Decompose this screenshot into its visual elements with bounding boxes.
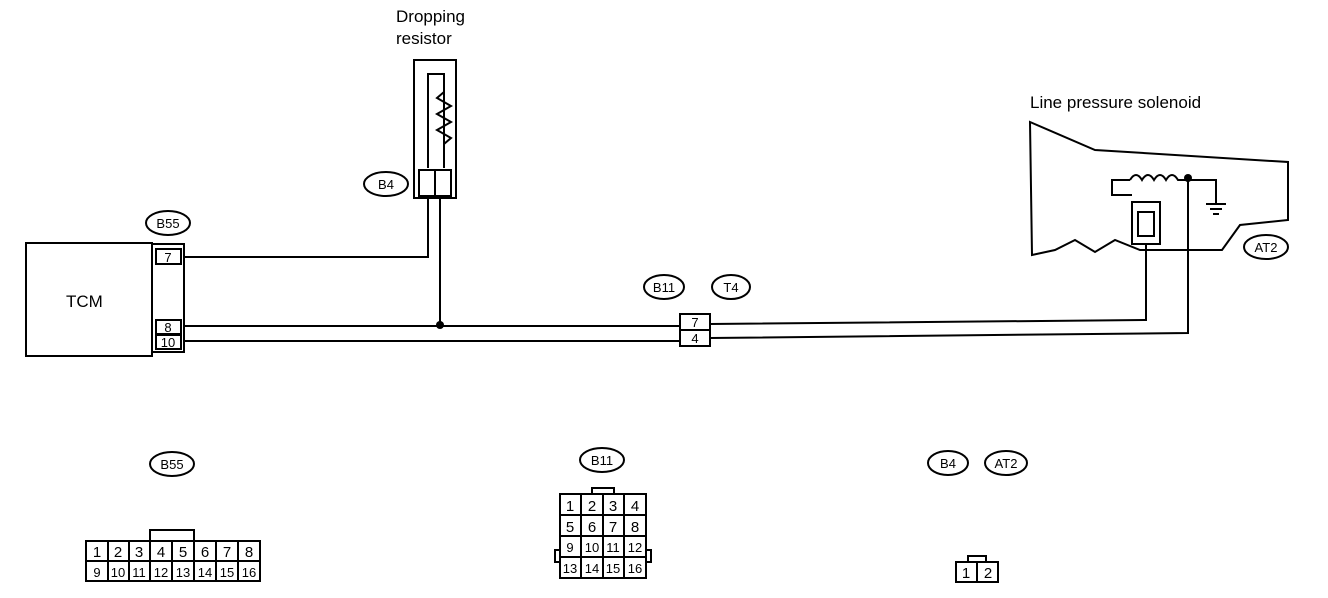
label-resistor: resistor: [396, 29, 452, 48]
b11-pin: 9: [566, 540, 573, 555]
tag-b4-oval: [363, 171, 409, 197]
tcm-connector-b55: [151, 243, 185, 353]
b11-pin: 10: [585, 540, 599, 555]
b55-pin: 1: [93, 544, 101, 561]
legend-at2: AT2: [995, 456, 1018, 471]
b55-pin-numbers: 1 2 3 4 5 6 7 8 9 10 11 12 13 14 15 16: [93, 544, 256, 580]
b55-pin: 10: [111, 565, 125, 580]
junction-dot-solenoid: [1184, 174, 1192, 182]
solenoid-core: [1137, 211, 1155, 237]
b11-pin-numbers: 1 2 3 4 5 6 7 8 9 10 11 12 13 14 15 16: [563, 498, 642, 576]
tag-b55: B55: [156, 216, 179, 231]
solenoid-body: [1131, 201, 1161, 245]
tag-at2-oval: [1243, 234, 1289, 260]
b55-pin: 9: [93, 565, 100, 580]
tag-b4: B4: [378, 177, 394, 192]
b55-pin: 7: [223, 544, 231, 561]
b55-pin: 13: [176, 565, 190, 580]
b55-pin: 11: [132, 565, 146, 580]
b11-pin: 5: [566, 519, 574, 536]
tcm-pin-8: 8: [164, 320, 171, 335]
b4-at2-pin: 2: [984, 565, 992, 582]
b11-pin: 14: [585, 561, 599, 576]
b11-pin: 11: [606, 540, 620, 555]
b11-pin: 13: [563, 561, 577, 576]
tag-at2: AT2: [1255, 240, 1278, 255]
junction-dot-resistor: [436, 321, 444, 329]
inline-pin-7: 7: [691, 315, 698, 330]
b11-pin: 6: [588, 519, 596, 536]
inline-pin-4: 4: [691, 331, 698, 346]
wire-tcm7-to-resistor: [184, 198, 429, 258]
b11-pin: 16: [628, 561, 642, 576]
resistor-zigzag: [434, 91, 454, 145]
b55-pin: 6: [201, 544, 209, 561]
b55-pin: 2: [114, 544, 122, 561]
label-line-pressure-solenoid: Line pressure solenoid: [1030, 93, 1201, 112]
wire-b11-to-solenoid-ground: [709, 178, 1189, 339]
legend-b4: B4: [940, 456, 956, 471]
wire-b11-to-solenoid: [709, 244, 1147, 325]
legend-b4-oval: [927, 450, 969, 476]
tag-t4-oval: [711, 274, 751, 300]
b11-pin: 4: [631, 498, 639, 515]
tcm-pin-7-box: [155, 248, 182, 265]
b11-side-lock-right: [645, 549, 652, 563]
solenoid-coil: [1129, 174, 1217, 204]
b11-pin: 12: [628, 540, 642, 555]
tag-b11: B11: [653, 280, 675, 295]
legend-b55-oval: [149, 451, 195, 477]
b4-at2-pin-numbers: 1 2: [962, 565, 992, 582]
tcm-pin-10-box: [155, 334, 182, 350]
legend-b11: B11: [591, 453, 613, 468]
label-dropping: Dropping: [396, 7, 465, 26]
legend-b55: B55: [160, 457, 183, 472]
b11-pin: 8: [631, 519, 639, 536]
b55-pin: 5: [179, 544, 187, 561]
transmission-outline: [1028, 120, 1289, 257]
tcm-pin-7: 7: [164, 250, 171, 265]
solenoid-lead-left: [1111, 179, 1132, 196]
b55-column-dividers: [107, 541, 239, 581]
b11-side-lock-left: [554, 549, 561, 563]
b11-pin: 2: [588, 498, 596, 515]
b55-key: [149, 529, 195, 542]
tcm-pin-10: 10: [161, 335, 175, 350]
b55-pin: 14: [198, 565, 212, 580]
b11-pin: 15: [606, 561, 620, 576]
b11-pin: 3: [609, 498, 617, 515]
b4-at2-pin: 1: [962, 565, 970, 582]
b55-pin: 12: [154, 565, 168, 580]
b11-grid-lines: [560, 494, 646, 578]
tag-b55-oval: [145, 210, 191, 236]
label-tcm: TCM: [66, 292, 103, 311]
b55-pin: 15: [220, 565, 234, 580]
legend-b11-oval: [579, 447, 625, 473]
b55-pin: 4: [157, 544, 165, 561]
resistor-inner-frame: [427, 73, 445, 168]
b55-pin: 16: [242, 565, 256, 580]
b4-at2-key: [967, 555, 987, 563]
b55-pin: 3: [135, 544, 143, 561]
b11-pin: 7: [609, 519, 617, 536]
resistor-housing: [413, 59, 457, 199]
tag-b11-oval: [643, 274, 685, 300]
b11-key: [591, 487, 615, 495]
b11-pin: 1: [566, 498, 574, 515]
legend-at2-oval: [984, 450, 1028, 476]
b55-pin: 8: [245, 544, 253, 561]
tag-t4: T4: [723, 280, 738, 295]
